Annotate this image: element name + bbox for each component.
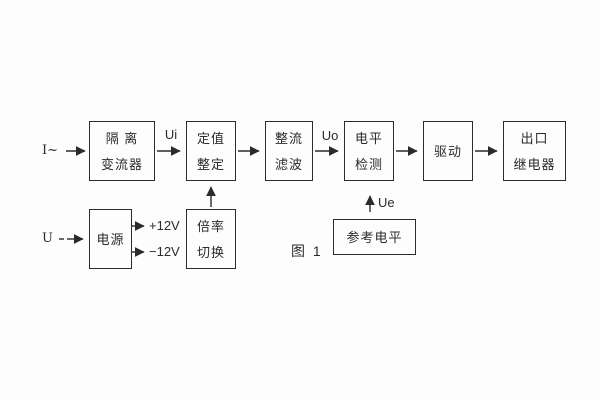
block-label-line: 切换 — [196, 244, 225, 260]
signal-label-minus-12v: −12V — [149, 244, 180, 259]
block-label-line: 电源 — [96, 231, 125, 247]
block-label-line: 电平 — [354, 130, 383, 146]
block-label-line: 驱动 — [433, 143, 462, 159]
signal-label-ue: Ue — [378, 195, 395, 210]
signal-label-plus-12v: +12V — [149, 218, 180, 233]
block-label-line: 检测 — [354, 156, 383, 172]
figure-caption: 图 1 — [291, 243, 323, 259]
block-label-line: 滤波 — [274, 156, 303, 172]
signal-label-input-current: I~ — [41, 143, 59, 158]
block-isolation-transformer: 隔 离 变流器 — [89, 121, 155, 181]
block-ratio-switch: 倍率 切换 — [186, 209, 236, 269]
signal-label-ui: Ui — [164, 127, 178, 142]
signal-label-input-voltage: U — [42, 231, 53, 246]
block-label-line: 整定 — [196, 156, 225, 172]
block-label-line: 参考电平 — [346, 229, 403, 245]
block-value-setting: 定值 整定 — [186, 121, 236, 181]
block-output-relay: 出口 继电器 — [503, 121, 566, 181]
block-label-line: 定值 — [196, 130, 225, 146]
block-label-line: 出口 — [520, 130, 549, 146]
block-label-line: 变流器 — [100, 156, 143, 172]
block-label-line: 隔 离 — [105, 130, 139, 146]
block-label-line: 倍率 — [196, 218, 225, 234]
block-power-supply: 电源 — [89, 209, 132, 269]
block-rectifier-filter: 整流 滤波 — [265, 121, 313, 181]
block-label-line: 整流 — [274, 130, 303, 146]
block-drive: 驱动 — [423, 121, 473, 181]
block-label-line: 继电器 — [513, 156, 556, 172]
block-level-detection: 电平 检测 — [344, 121, 394, 181]
signal-label-uo: Uo — [321, 128, 339, 143]
block-reference-level: 参考电平 — [333, 219, 416, 255]
